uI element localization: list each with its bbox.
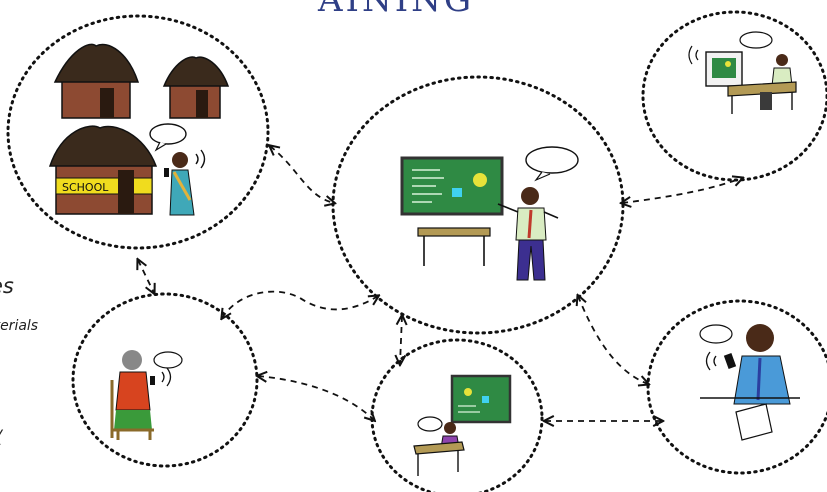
desk-icon — [413, 441, 465, 476]
speech-bubble-icon — [739, 31, 773, 49]
student-illustration — [413, 374, 512, 476]
phone-icon — [150, 376, 155, 385]
hut-icon — [53, 43, 140, 119]
signal-waves-icon — [688, 45, 699, 65]
chalkboard-icon — [450, 374, 512, 424]
school-hut-icon: SCHOOL — [48, 125, 158, 215]
speech-bubble-icon — [699, 324, 733, 344]
elder-phone-circle — [71, 292, 259, 468]
desk-icon — [417, 227, 491, 266]
speech-bubble-icon — [153, 351, 183, 369]
arrow-classroom-student — [400, 316, 402, 364]
chair-icon — [110, 380, 154, 440]
hut-icon — [162, 56, 230, 119]
phone-icon — [723, 353, 737, 369]
arrow-village-classroom — [270, 146, 334, 203]
side-text-3: aterials — [0, 318, 39, 334]
village-school-circle — [6, 14, 270, 250]
office-illustration — [688, 31, 797, 114]
speech-bubble-icon — [149, 123, 187, 145]
side-text-4: ry — [0, 424, 3, 442]
signal-waves-icon — [161, 367, 172, 387]
side-text-1: o — [0, 250, 1, 274]
side-text-2: es — [0, 274, 14, 298]
speech-bubble-icon — [525, 146, 579, 174]
desk-icon — [727, 81, 797, 114]
connection-arrows — [138, 146, 742, 421]
arrow-classroom-official — [578, 296, 648, 384]
classroom-illustration — [400, 146, 579, 281]
signal-waves-icon — [705, 351, 717, 371]
page-title: AINING — [318, 0, 475, 20]
school-sign: SCHOOL — [62, 181, 109, 194]
arrow-classroom-office — [622, 178, 742, 203]
arrow-village-elder — [138, 260, 154, 293]
paper-icon — [735, 403, 773, 441]
elder-illustration — [110, 350, 183, 440]
phone-icon — [164, 168, 169, 177]
official-illustration — [699, 324, 800, 441]
official-phone-circle — [646, 299, 827, 475]
village-woman-figure — [164, 152, 195, 216]
signal-waves-icon — [195, 149, 206, 169]
speech-bubble-icon — [417, 416, 443, 432]
arrow-elder-student — [258, 376, 374, 420]
window-icon — [705, 51, 743, 87]
village-illustration: SCHOOL — [48, 43, 230, 216]
teacher-figure — [497, 187, 559, 281]
arrow-elder-classroom — [222, 290, 378, 318]
side-text-5: s — [0, 440, 1, 455]
